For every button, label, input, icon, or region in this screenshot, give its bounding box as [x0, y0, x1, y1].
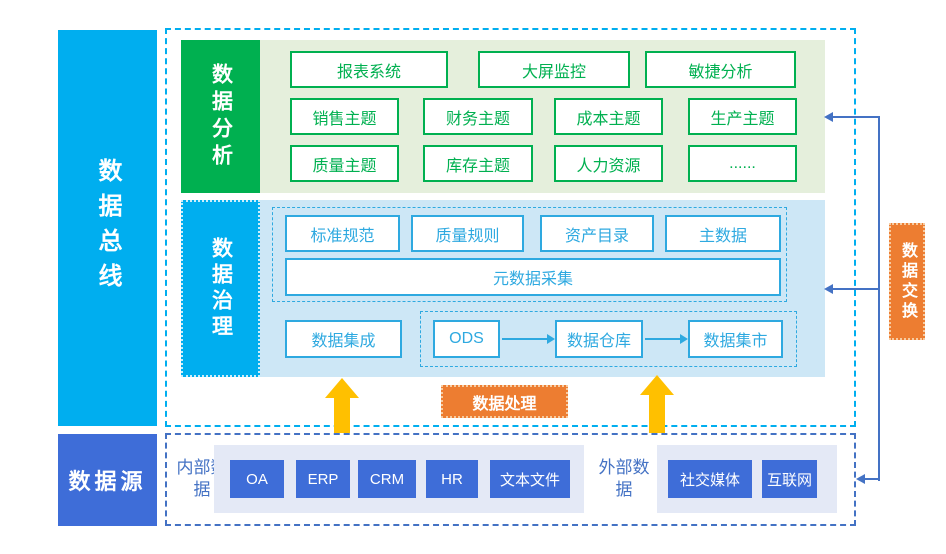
system-box-label: OA [246, 470, 268, 488]
metadata-box: 元数据采集 [285, 258, 781, 296]
standard-box: 质量规则 [411, 215, 524, 252]
standards-dashed-frame [272, 207, 787, 302]
connector-line [878, 116, 880, 481]
standard-box-label: 标准规范 [310, 227, 375, 245]
flow-box-mart: 数据集市 [688, 320, 783, 358]
standard-box-label: 质量规则 [435, 227, 500, 245]
data-bus-bar: 数据总线 [58, 30, 157, 426]
standard-box: 标准规范 [285, 215, 400, 252]
flow-arrow-icon [645, 334, 688, 344]
app-box-label: 报表系统 [336, 63, 401, 81]
theme-box-label: 人力资源 [576, 157, 641, 175]
up-arrow-head [640, 375, 674, 395]
exchange-label: 数据交换 [899, 241, 916, 322]
flow-dashed-frame [420, 311, 797, 367]
flow-arrow-icon [502, 334, 555, 344]
theme-box-label: ...... [729, 154, 756, 172]
theme-box: 人力资源 [554, 145, 663, 182]
theme-box: 财务主题 [423, 98, 533, 135]
system-box-label: HR [441, 470, 463, 488]
theme-box-label: 成本主题 [576, 110, 641, 128]
external-data-label: 外部数据 [598, 458, 650, 499]
flow-box-label: 数据仓库 [566, 333, 631, 350]
theme-box: ...... [688, 145, 797, 182]
system-box-crm: CRM [358, 460, 416, 498]
flow-box-ods: ODS [433, 320, 500, 358]
standard-box-label: 资产目录 [564, 227, 629, 245]
system-box-label: ERP [307, 470, 339, 488]
metadata-box-label: 元数据采集 [492, 271, 573, 288]
data-source-label: 数据源 [68, 469, 147, 494]
analysis-label: 数据分析 [209, 62, 233, 171]
integration-box: 数据集成 [285, 320, 402, 358]
flow-box-warehouse: 数据仓库 [555, 320, 643, 358]
flow-box-label: ODS [449, 330, 484, 347]
governance-label: 数据治理 [209, 236, 233, 341]
system-box-internet: 互联网 [762, 460, 817, 498]
standard-box: 资产目录 [540, 215, 654, 252]
system-box-label: 社交媒体 [679, 471, 740, 489]
theme-box-label: 生产主题 [710, 110, 775, 128]
up-arrow-tail [334, 398, 350, 433]
source-dashed-frame [165, 433, 856, 526]
theme-box-label: 财务主题 [445, 110, 510, 128]
theme-box-label: 库存主题 [445, 157, 510, 175]
up-arrow-icon [325, 378, 359, 433]
connector-arrow-icon [856, 474, 879, 484]
app-box: 报表系统 [290, 51, 448, 88]
standard-box: 主数据 [665, 215, 781, 252]
governance-label-block: 数据治理 [181, 200, 260, 377]
theme-box-label: 销售主题 [312, 110, 377, 128]
system-box-label: 互联网 [766, 471, 812, 489]
theme-box-label: 质量主题 [312, 157, 377, 175]
bus-dashed-frame [165, 28, 856, 427]
processing-label: 数据处理 [472, 395, 537, 413]
up-arrow-tail [649, 395, 665, 433]
theme-box: 生产主题 [688, 98, 797, 135]
connector-arrow-icon [824, 112, 879, 122]
app-box: 敏捷分析 [645, 51, 796, 88]
system-box-erp: ERP [296, 460, 350, 498]
app-box: 大屏监控 [478, 51, 630, 88]
data-source-block: 数据源 [58, 434, 157, 526]
exchange-box: 数据交换 [889, 223, 925, 340]
system-box-hr: HR [426, 460, 478, 498]
system-box-oa: OA [230, 460, 284, 498]
up-arrow-icon [640, 375, 674, 433]
up-arrow-head [325, 378, 359, 398]
system-box-social: 社交媒体 [668, 460, 752, 498]
flow-box-label: 数据集市 [703, 333, 768, 350]
standard-box-label: 主数据 [698, 227, 747, 245]
theme-box: 成本主题 [554, 98, 663, 135]
system-box-label: 文本文件 [499, 471, 560, 489]
system-box-label: CRM [369, 470, 405, 488]
theme-box: 销售主题 [290, 98, 399, 135]
analysis-label-block: 数据分析 [181, 40, 260, 193]
integration-box-label: 数据集成 [311, 333, 376, 350]
app-box-label: 敏捷分析 [688, 63, 753, 81]
processing-box: 数据处理 [441, 385, 568, 418]
connector-arrow-icon [824, 284, 879, 294]
app-box-label: 大屏监控 [521, 63, 586, 81]
system-box-textfile: 文本文件 [490, 460, 570, 498]
theme-box: 质量主题 [290, 145, 399, 182]
theme-box: 库存主题 [423, 145, 533, 182]
data-bus-label: 数据总线 [94, 158, 121, 298]
